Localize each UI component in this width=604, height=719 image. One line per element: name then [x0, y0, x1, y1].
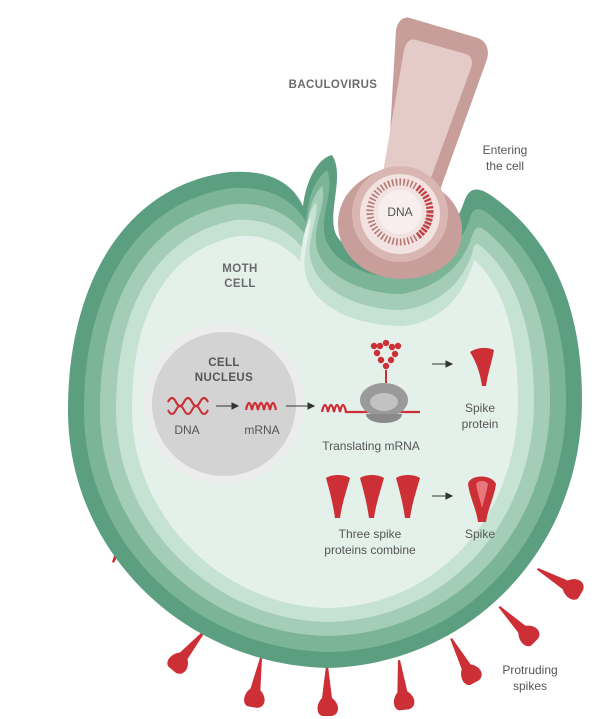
spike-protein-a: [326, 475, 350, 518]
spike-protein-icon: [470, 347, 494, 386]
combine-label-line1: Three spike: [339, 527, 402, 541]
translating-label: Translating mRNA: [322, 439, 420, 453]
protruding-label-line1: Protruding: [502, 663, 557, 677]
spike-protein-label-line2: protein: [462, 417, 499, 431]
cell-nucleus: CELL NUCLEUS DNA mRNA: [144, 324, 304, 484]
moth-cell-label-line1: MOTH: [222, 263, 257, 275]
spike-protein-label-line1: Spike: [465, 401, 495, 415]
cytoplasm: [132, 218, 518, 608]
entering-label-line1: Entering: [483, 143, 528, 157]
nucleus-dna-label: DNA: [174, 423, 199, 437]
ribosome-highlight: [370, 393, 398, 411]
virus-dna-center: [378, 190, 422, 234]
three-spike-proteins: [326, 475, 420, 518]
spike-label: Spike: [465, 527, 495, 541]
protruding-spike: [317, 666, 338, 716]
arrow-dna-to-mrna: [216, 402, 240, 410]
virus-coil-red: [415, 185, 434, 239]
protruding-label-line2: spikes: [513, 679, 547, 693]
nucleus-mrna-label: mRNA: [244, 423, 279, 437]
protruding-spike: [167, 630, 205, 674]
nucleus-dna-helix: [167, 397, 209, 415]
spike-protein-b: [360, 475, 384, 518]
peptide-beads: [370, 339, 402, 370]
mrna-strand: [320, 403, 420, 414]
protruding-spike: [244, 657, 265, 708]
moth-cell: [68, 155, 582, 668]
translating-mrna: Translating mRNA: [320, 339, 420, 453]
moth-cell-label-line2: CELL: [224, 278, 256, 290]
baculovirus: DNA: [338, 17, 488, 279]
protruding-spike: [450, 638, 482, 685]
spike-highlight: [476, 481, 488, 508]
protruding-spike: [537, 568, 584, 600]
nucleus-body: [152, 332, 296, 476]
virus-rod-inner: [380, 39, 472, 191]
arrow-mrna-to-ribosome: [286, 402, 316, 410]
virus-body: DNA: [338, 17, 488, 279]
protruding-spike: [393, 660, 415, 711]
nucleus-label-line1: CELL: [208, 357, 240, 369]
nucleus-mrna-coil: [244, 401, 278, 411]
arrow-to-spike: [432, 492, 454, 500]
arrow-to-spike-protein: [432, 360, 454, 368]
virus-dna-label: DNA: [387, 205, 412, 219]
ribosome-small-subunit: [366, 414, 402, 423]
entering-label-line2: the cell: [486, 159, 524, 173]
baculovirus-label: BACULOVIRUS: [289, 79, 378, 91]
assembled-spike: [468, 476, 496, 522]
protruding-spike: [498, 606, 540, 647]
combine-label-line2: proteins combine: [324, 543, 416, 557]
spike-protein-c: [396, 475, 420, 518]
nucleus-label-line2: NUCLEUS: [195, 372, 253, 384]
